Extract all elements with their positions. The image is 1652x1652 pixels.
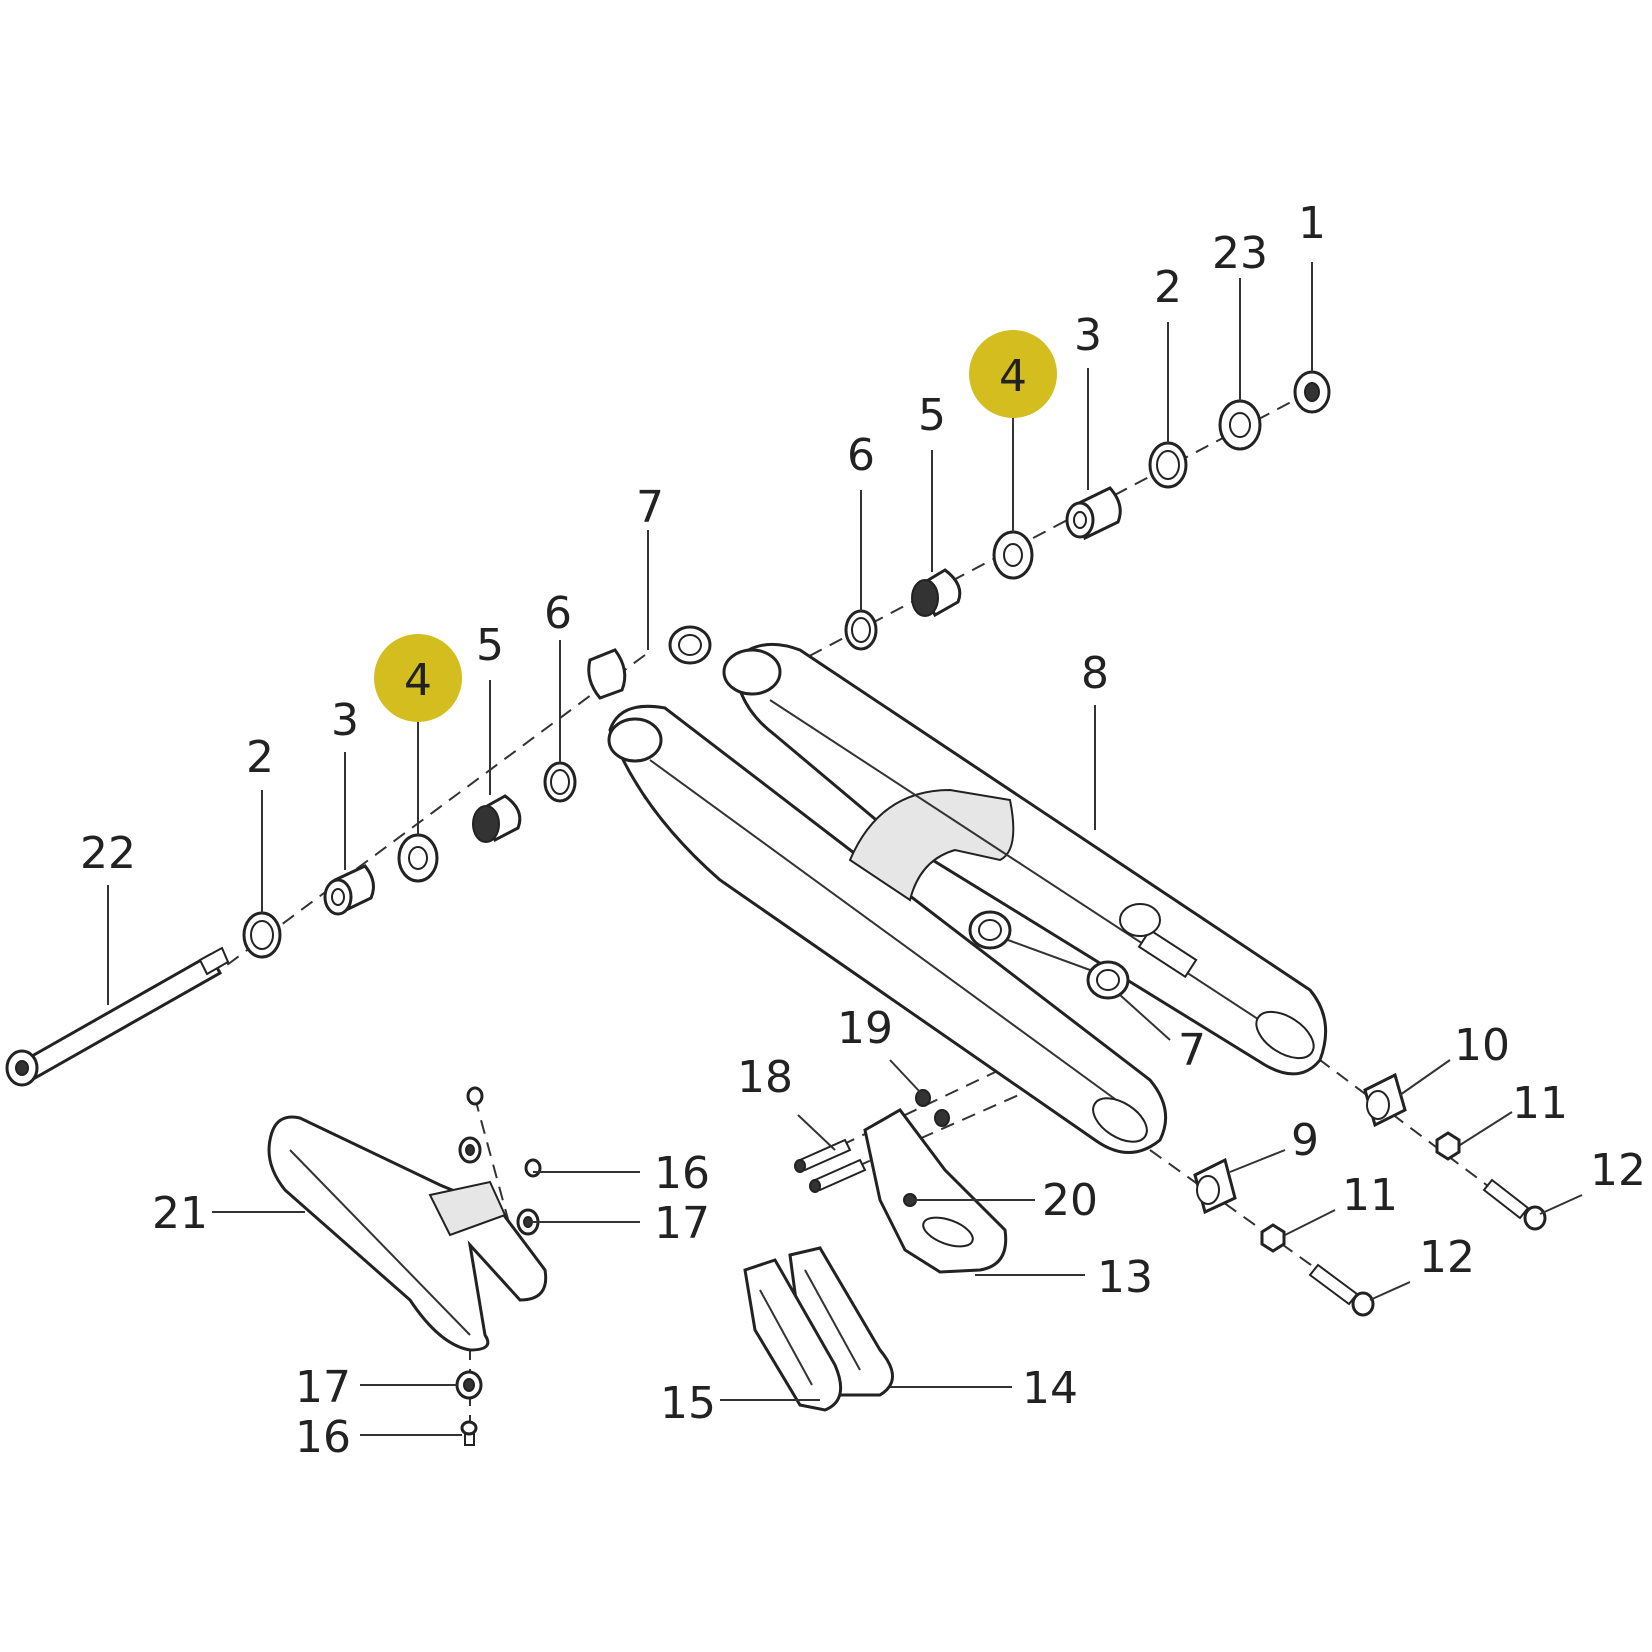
swingarm-window-upper: [1137, 928, 1198, 979]
part-21-chain-slider: [267, 1115, 548, 1352]
right-axle-slot: [1255, 1010, 1315, 1060]
swingarm-left-arm: [608, 704, 1168, 1154]
swingarm-boss-mid: [1119, 903, 1161, 937]
callout-16-top: 16: [654, 1148, 710, 1199]
part-11-nut-mid: [1260, 1223, 1286, 1253]
callout-2-left: 2: [246, 732, 274, 783]
part-5-bearing-left: [472, 794, 522, 843]
upper-pivot-boss: [722, 648, 782, 696]
chain-guide-assembly: [743, 1089, 1008, 1412]
callout-18: 18: [737, 1052, 793, 1103]
callout-12-right: 12: [1590, 1145, 1646, 1196]
upper-pivot-axis: [744, 391, 1311, 691]
part-15-guide-half: [743, 1258, 843, 1412]
part-7-cap-mid: [968, 910, 1130, 1000]
part-5-bearing-top: [911, 568, 962, 618]
part-11-nut-right: [1435, 1131, 1461, 1161]
part-3-bushing-top: [1065, 486, 1122, 541]
callout-9: 9: [1291, 1115, 1319, 1166]
lower-pivot-stack: [5, 761, 577, 1087]
part-6-seal-top: [844, 609, 878, 651]
callout-3-top: 3: [1074, 310, 1102, 361]
callout-4-left: 4: [404, 655, 432, 706]
part-3-bushing-left: [323, 864, 375, 916]
part-2-seal-top: [1148, 441, 1188, 489]
callout-1: 1: [1298, 198, 1326, 249]
part-7-cap-top: [668, 625, 712, 665]
part-18-bolts: [794, 1138, 867, 1193]
callout-8: 8: [1081, 648, 1109, 699]
callout-21: 21: [152, 1188, 208, 1239]
leader-lines: [107, 262, 1583, 1436]
callout-20: 20: [1042, 1175, 1098, 1226]
callout-6-top: 6: [847, 430, 875, 481]
callout-7-mid: 7: [1178, 1025, 1206, 1076]
part-7-cap-top-2: [587, 648, 627, 700]
callout-17-top: 17: [654, 1198, 710, 1249]
highlight-badge-left: [374, 634, 462, 722]
callout-17-bottom: 17: [295, 1362, 351, 1413]
part-17-washer-top: [458, 1136, 482, 1164]
highlight-badge-top: [969, 330, 1057, 418]
callout-11-mid: 11: [1342, 1170, 1398, 1221]
callout-13: 13: [1097, 1252, 1153, 1303]
upper-pivot-stack: [587, 370, 1331, 700]
lower-pivot-boss: [607, 717, 663, 763]
part-13-guide-bracket: [863, 1108, 1008, 1274]
callout-numbers: 1 23 2 3 4 5 6 7 8 6 5 4 3 2 22 7 10 11 …: [80, 198, 1646, 1463]
callout-4-top: 4: [999, 351, 1027, 402]
chain-slider-assembly: [267, 1086, 548, 1446]
callout-5-left: 5: [476, 620, 504, 671]
swingarm-edge-line-1: [769, 699, 1291, 1041]
callout-5-top: 5: [918, 390, 946, 441]
part-16-screw-top-2: [524, 1158, 542, 1178]
callout-16-bottom: 16: [295, 1412, 351, 1463]
part-19-nuts: [915, 1089, 950, 1127]
part-9-adjuster: [1193, 1157, 1237, 1215]
part-2-seal-left: [242, 911, 282, 959]
callout-14: 14: [1022, 1363, 1078, 1414]
callout-12-mid: 12: [1419, 1232, 1475, 1283]
part-17-washer-bottom: [455, 1370, 483, 1400]
part-22-pivot-shaft: [5, 946, 230, 1087]
callout-22: 22: [80, 828, 136, 879]
part-4-spacer-left: [397, 833, 439, 883]
left-axle-slot: [1092, 1097, 1148, 1143]
part-23-washer: [1218, 399, 1262, 451]
callout-10: 10: [1454, 1020, 1510, 1071]
callout-2-top: 2: [1154, 262, 1182, 313]
callout-3-left: 3: [331, 695, 359, 746]
callout-7-top: 7: [636, 482, 664, 533]
callout-11-right: 11: [1512, 1078, 1568, 1129]
part-16-screw-bottom: [460, 1420, 478, 1446]
callout-19: 19: [837, 1003, 893, 1054]
swingarm-cross-brace: [848, 788, 1015, 902]
part-1-nut: [1293, 370, 1331, 414]
part-4-spacer-top: [992, 530, 1034, 580]
swingarm-body: [607, 642, 1328, 1154]
part-6-seal-left: [543, 761, 577, 803]
callout-15: 15: [660, 1378, 716, 1429]
callout-6-left: 6: [544, 588, 572, 639]
part-12-bolt-mid: [1308, 1263, 1375, 1317]
chain-adjusters: [1193, 1072, 1547, 1317]
part-16-screw-top: [466, 1086, 484, 1106]
part-10-adjuster: [1363, 1072, 1407, 1128]
part-14-guide-half: [788, 1246, 894, 1397]
swingarm-edge-line-2: [649, 759, 1131, 1111]
part-12-bolt-right: [1482, 1178, 1547, 1231]
callout-23: 23: [1212, 228, 1268, 279]
